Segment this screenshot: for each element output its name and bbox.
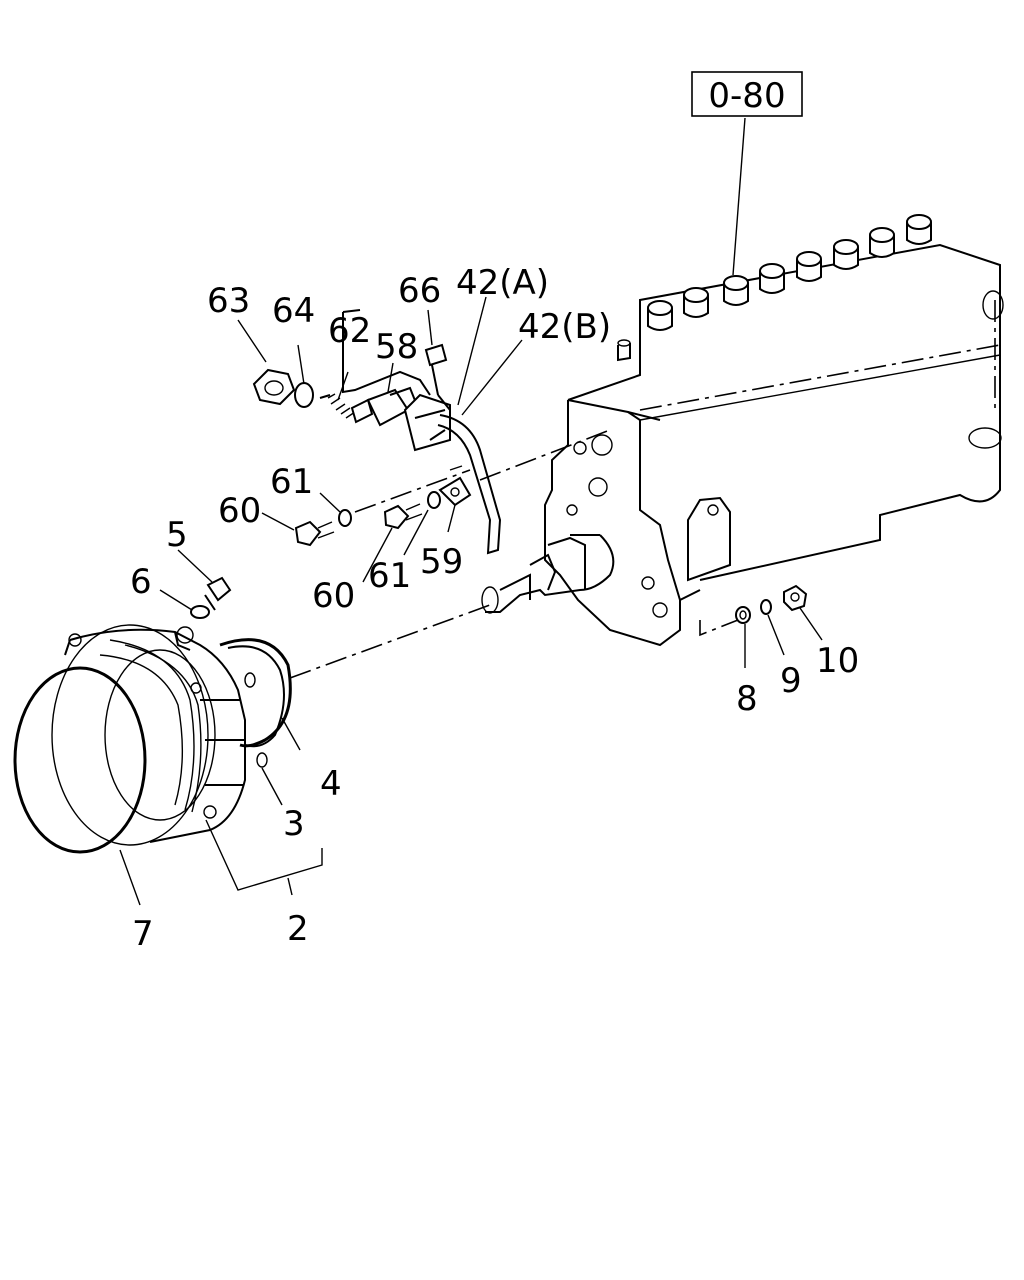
callout-64: 64 <box>272 291 315 331</box>
coupling-housing <box>51 624 285 846</box>
callout-61b: 61 <box>368 556 411 596</box>
callout-60b: 60 <box>312 576 355 616</box>
callout-10: 10 <box>816 641 859 681</box>
washer-6 <box>190 605 210 619</box>
sensor-bracket-assembly <box>252 309 611 555</box>
callout-3: 3 <box>283 804 305 844</box>
injection-pump-body <box>481 214 1004 647</box>
o-ring-7 <box>13 666 147 854</box>
callout-8: 8 <box>736 679 758 719</box>
callout-labels: 63 64 62 58 66 42(A) 42(B) 61 60 60 61 5… <box>130 263 859 954</box>
o-ring-4 <box>219 638 292 748</box>
callout-7: 7 <box>132 914 154 954</box>
callout-2: 2 <box>287 909 309 949</box>
stud-3 <box>256 752 268 768</box>
callout-62: 62 <box>328 311 371 351</box>
callout-42b: 42(B) <box>518 307 611 347</box>
plug-5 <box>204 576 232 611</box>
callout-61a: 61 <box>270 462 313 502</box>
leader-lines <box>119 117 823 906</box>
callout-42a: 42(A) <box>456 263 549 303</box>
callout-59: 59 <box>420 542 463 582</box>
nut-washer-group <box>699 584 808 637</box>
callout-58: 58 <box>375 327 418 367</box>
callout-66: 66 <box>398 271 441 311</box>
callout-5: 5 <box>166 515 188 555</box>
reference-box <box>691 71 803 117</box>
callout-6: 6 <box>130 562 152 602</box>
callout-63: 63 <box>207 281 250 321</box>
reference-box-label: 0-80 <box>708 76 785 116</box>
callout-60a: 60 <box>218 491 261 531</box>
callout-9: 9 <box>780 661 802 701</box>
callout-4: 4 <box>320 764 342 804</box>
